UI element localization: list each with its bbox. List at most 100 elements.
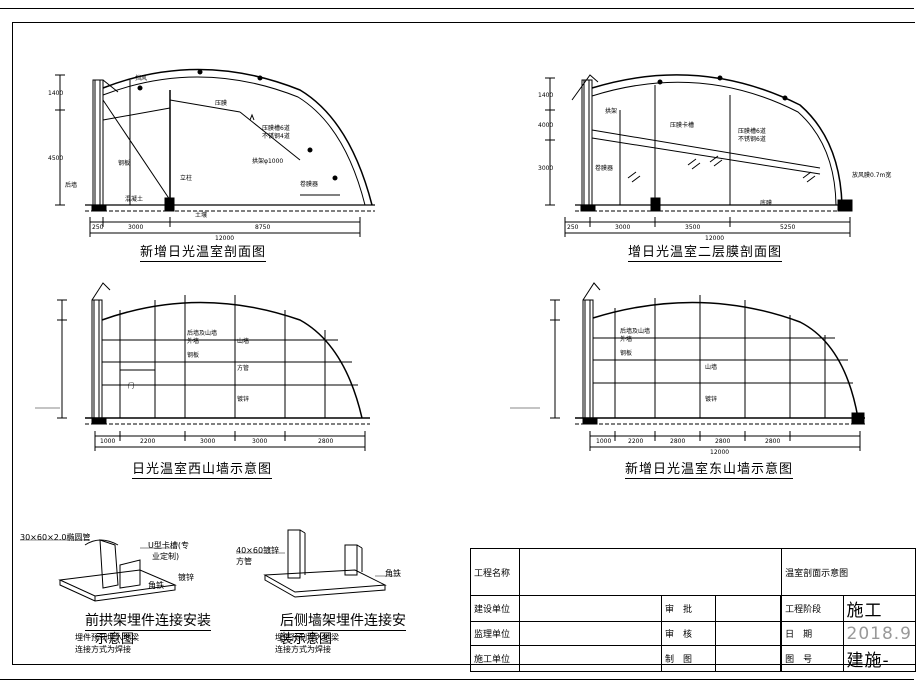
s2-note-6: 放风膜0.7m宽	[852, 172, 892, 179]
section-3-drawing	[35, 282, 370, 451]
s3-note-3: 钢板	[187, 352, 200, 359]
tb-no-value: 建施-	[842, 645, 916, 672]
d2-label-b: 方管	[236, 557, 252, 566]
tb-drawing-name: 温室剖面示意图	[781, 548, 916, 596]
tb-draw-value	[715, 645, 782, 672]
s3-dim-5: 2800	[318, 438, 334, 445]
s2-dim-h1: 1400	[538, 92, 554, 99]
detail-2-drawing	[236, 529, 400, 598]
s1-note-6: 卷膜器	[300, 181, 319, 188]
s1-note-2: 不锈钢4道	[262, 133, 290, 140]
s3-dim-1: 1000	[100, 438, 116, 445]
d1-label-c: 业定制)	[152, 552, 180, 561]
s4-dim-3: 2800	[670, 438, 686, 445]
title-block: 工程名称 温室剖面示意图 建设单位 审 批 工程阶段 施工 监理单位 审 核 日…	[470, 548, 916, 672]
tb-check-value	[715, 621, 782, 646]
s1-dim-h2: 4500	[48, 155, 64, 162]
s1-note-7: 钢板	[118, 160, 131, 167]
tb-approve-label: 审 批	[660, 595, 717, 622]
s2-note-2: 不锈钢6道	[738, 136, 766, 143]
s1-note-11: 土壤	[195, 212, 208, 219]
section-3-title: 日光温室西山墙示意图	[132, 458, 273, 479]
tb-constr-label: 施工单位	[470, 645, 520, 672]
tb-constr-value	[518, 645, 662, 672]
detail-1-title: 前拱架埋件连接安装	[85, 610, 211, 631]
d1-foot-2: 连接方式为焊接	[75, 645, 131, 654]
s3-note-5: 方管	[237, 365, 250, 372]
s3-dim-2: 2200	[140, 438, 156, 445]
s4-dim-1: 1000	[596, 438, 612, 445]
section-2-drawing	[545, 74, 853, 237]
s2-dim-total: 12000	[705, 235, 725, 242]
d1-label-e: 镀锌	[178, 573, 194, 582]
s4-note-2: 外墙	[620, 336, 633, 343]
s4-note-5: 镀锌	[705, 396, 718, 403]
s1-note-8: 压膜	[215, 100, 228, 107]
s2-dim-2: 3000	[615, 224, 631, 231]
s2-dim-h2: 4000	[538, 122, 554, 129]
s3-note-6: 门	[128, 383, 135, 390]
s1-dim-h1: 1400	[48, 90, 64, 97]
s4-dim-5: 2800	[765, 438, 781, 445]
tb-date-label: 日 期	[781, 621, 844, 646]
tb-super-label: 监理单位	[470, 621, 520, 646]
s4-note-3: 钢板	[620, 350, 633, 357]
s2-dim-h3: 3000	[538, 165, 554, 172]
s4-dim-total: 12000	[710, 449, 730, 456]
s1-note-5: 立柱	[180, 175, 193, 182]
detail-1-drawing	[20, 539, 177, 602]
s3-dim-3: 3000	[200, 438, 216, 445]
section-1-title: 新增日光温室剖面图	[140, 241, 267, 262]
section-4-title: 新增日光温室东山墙示意图	[625, 458, 794, 479]
d1-label-a: 30×60×2.0椭圆管	[20, 533, 91, 542]
tb-date-value: 2018.9	[842, 621, 916, 646]
s2-note-3: 拱架	[605, 108, 618, 115]
s1-dim-total: 12000	[215, 235, 235, 242]
d2-foot-2: 连接方式为焊接	[275, 645, 331, 654]
tb-approve-value	[715, 595, 782, 622]
d2-foot-1: 埋件预制埋入地梁	[275, 633, 339, 642]
s3-note-2: 外墙	[187, 338, 200, 345]
s4-dim-2: 2200	[628, 438, 644, 445]
tb-build-value	[518, 595, 662, 622]
tb-no-label: 图 号	[781, 645, 844, 672]
section-4-drawing	[510, 282, 865, 451]
s4-note-4: 山墙	[705, 364, 718, 371]
s2-note-4: 压膜卡槽	[670, 122, 695, 129]
s2-note-5: 卷膜器	[595, 165, 614, 172]
section-2-title: 增日光温室二层膜剖面图	[628, 241, 783, 262]
tb-project-value	[518, 548, 783, 596]
s3-note-4: 山墙	[237, 338, 250, 345]
s1-note-1: 压膜槽6道	[262, 125, 290, 132]
detail-2-title: 后侧墙架埋件连接安	[280, 610, 406, 631]
s1-note-10: 后墙	[65, 182, 78, 189]
s4-dim-4: 2800	[715, 438, 731, 445]
s1-note-3: 拱架φ1000	[252, 158, 284, 165]
d1-label-d: 角铁	[148, 581, 164, 590]
s3-note-1: 后墙及山墙	[187, 330, 218, 337]
drawing-frame-inner	[12, 22, 915, 665]
s3-note-7: 镀锌	[237, 396, 250, 403]
s2-dim-1: 250	[567, 224, 579, 231]
d1-label-b: U型卡槽(专	[148, 541, 189, 550]
tb-draw-label: 制 图	[660, 645, 717, 672]
detail-2-title-b: 装示意图	[280, 632, 333, 647]
tb-phase-label: 工程阶段	[781, 595, 844, 622]
s1-dim-3: 8750	[255, 224, 271, 231]
s1-note-9: 混凝土	[125, 196, 144, 203]
s1-dim-2: 3000	[128, 224, 144, 231]
s2-dim-3: 3500	[685, 224, 701, 231]
tb-super-value	[518, 621, 662, 646]
s4-note-1: 后墙及山墙	[620, 328, 651, 335]
d2-label-a: 40×60镀锌	[236, 546, 280, 555]
tb-project-label: 工程名称	[470, 548, 520, 596]
d1-foot-1: 埋件预制埋入地梁	[75, 633, 139, 642]
s2-note-1: 压膜槽6道	[738, 128, 766, 135]
tb-build-label: 建设单位	[470, 595, 520, 622]
tb-phase-value: 施工	[842, 595, 916, 622]
s1-dim-1: 250	[92, 224, 104, 231]
d2-label-c: 角铁	[385, 569, 401, 578]
s3-dim-4: 3000	[252, 438, 268, 445]
section-1-drawing	[55, 68, 375, 237]
